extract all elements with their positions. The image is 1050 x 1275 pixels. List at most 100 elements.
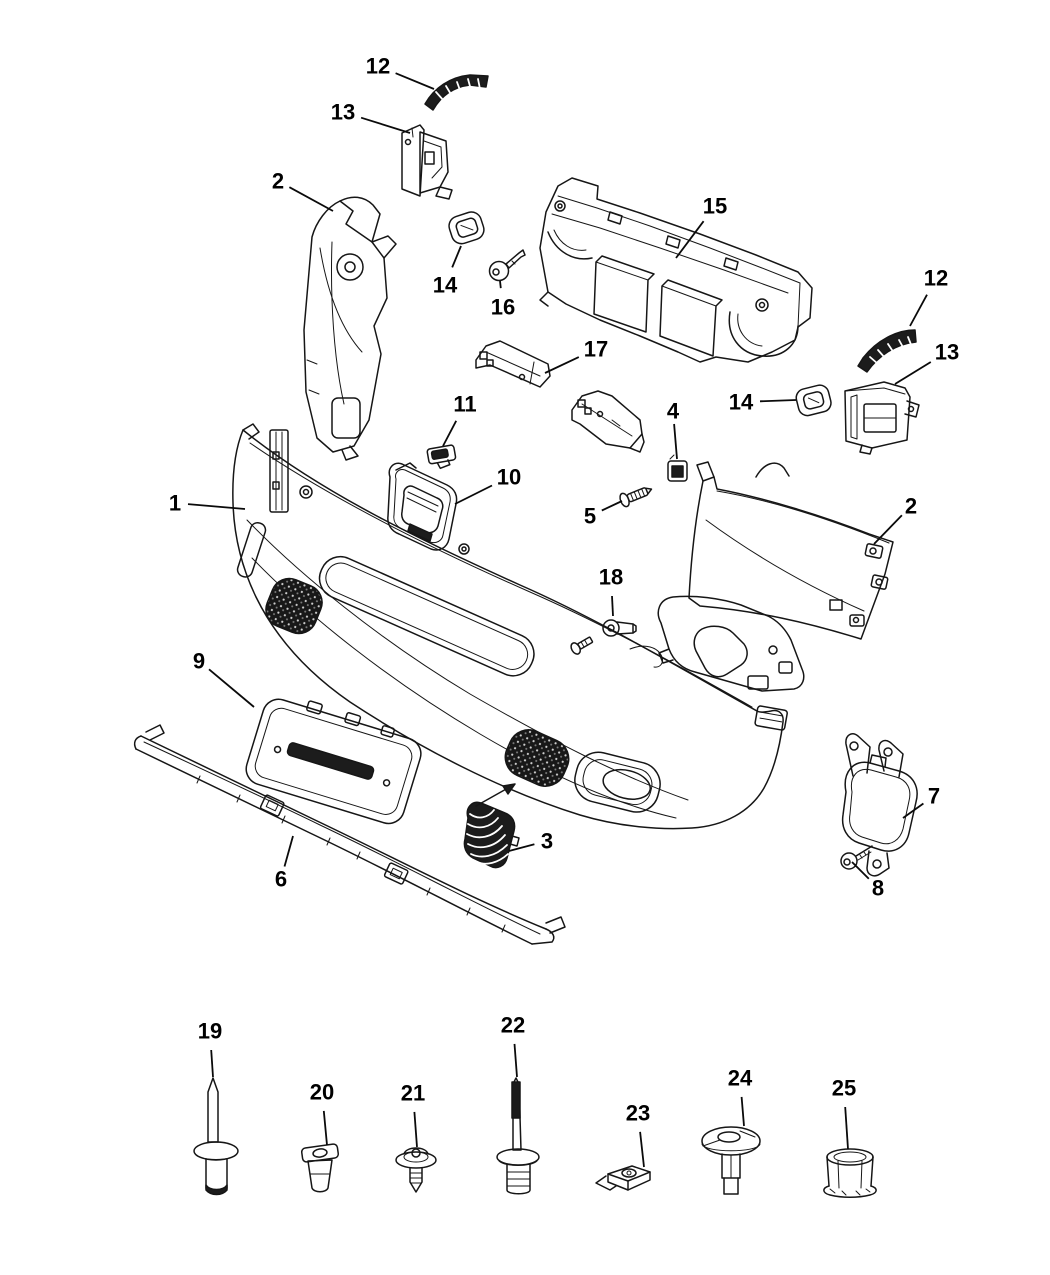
diagram-artwork	[133, 74, 920, 1198]
callout-25: 25	[832, 1076, 856, 1150]
part-2-left-closeout-panel	[303, 196, 397, 461]
leader-line	[499, 280, 502, 289]
part-19-rivet-long-pin	[193, 1077, 239, 1196]
leader-line	[208, 668, 255, 708]
part-4-square-clip	[667, 454, 688, 482]
part-18-rivet	[602, 619, 637, 637]
leader-line	[601, 500, 623, 512]
leader-line	[451, 245, 462, 268]
callout-19: 19	[198, 1019, 222, 1078]
part-number-label: 22	[501, 1013, 525, 1038]
callout-9: 9	[193, 649, 255, 708]
leader-line	[360, 116, 411, 134]
part-21-push-pin	[395, 1147, 437, 1193]
leader-line	[759, 399, 797, 403]
callout-21: 21	[401, 1081, 425, 1148]
part-number-label: 2	[905, 494, 917, 519]
leader-line	[675, 220, 705, 259]
part-20-push-grommet	[300, 1143, 340, 1193]
callout-15: 15	[675, 194, 727, 259]
callout-3: 3	[508, 829, 553, 854]
part-17-support-brackets	[475, 340, 645, 453]
callout-4: 4	[667, 399, 680, 460]
part-number-label: 5	[584, 504, 596, 529]
callout-5: 5	[584, 500, 623, 529]
part-number-label: 23	[626, 1101, 650, 1126]
part-number-label: 12	[924, 266, 948, 291]
part-11-clip	[426, 444, 457, 470]
callout-11: 11	[442, 392, 477, 447]
leader-line	[673, 423, 678, 460]
part-8-screw	[840, 845, 873, 870]
callout-18: 18	[599, 565, 623, 617]
part-14-right-grommet	[795, 384, 832, 417]
part-number-label: 13	[331, 100, 355, 125]
part-5-screw	[619, 487, 653, 508]
part-number-label: 14	[729, 390, 754, 415]
leader-line	[909, 294, 928, 327]
callout-8: 8	[851, 861, 884, 901]
leader-line	[873, 514, 903, 545]
part-24-shoulder-bolt	[701, 1126, 761, 1195]
fascia-edge-screw	[570, 636, 594, 655]
leader-line	[513, 1043, 518, 1078]
part-number-label: 1	[169, 491, 181, 516]
leader-line	[508, 843, 535, 852]
callout-12-right: 12	[909, 266, 948, 327]
callout-12-left: 12	[366, 54, 435, 90]
callout-24: 24	[728, 1066, 753, 1127]
part-25-spacer-nut	[823, 1148, 877, 1198]
leader-line	[210, 1049, 214, 1078]
callout-2-left: 2	[272, 169, 334, 212]
leader-line	[283, 835, 294, 867]
part-1-bumper-fascia	[232, 423, 788, 830]
part-number-label: 7	[928, 784, 940, 809]
leader-line	[894, 361, 932, 385]
part-number-label: 20	[310, 1080, 334, 1105]
callout-16: 16	[491, 280, 515, 320]
callout-14-right: 14	[729, 390, 797, 415]
part-15-impact-absorber	[539, 177, 813, 363]
part-number-label: 3	[541, 829, 553, 854]
leader-line	[639, 1131, 645, 1168]
part-number-label: 12	[366, 54, 390, 79]
part-22-long-rivet	[496, 1077, 540, 1195]
part-number-label: 2	[272, 169, 284, 194]
callout-6: 6	[275, 835, 294, 892]
part-14-left-grommet	[448, 211, 485, 245]
callout-17: 17	[544, 337, 608, 374]
callout-23: 23	[626, 1101, 650, 1168]
part-7-fog-lamp	[841, 733, 918, 877]
part-number-label: 6	[275, 867, 287, 892]
leader-line	[611, 595, 614, 617]
part-number-label: 25	[832, 1076, 856, 1101]
part-13-left-bracket	[401, 124, 453, 200]
part-number-label: 21	[401, 1081, 425, 1106]
leader-line	[740, 1096, 745, 1127]
part-number-label: 9	[193, 649, 205, 674]
leader-line	[187, 503, 246, 510]
part-number-label: 24	[728, 1066, 753, 1091]
part-3-fog-grille-insert	[463, 783, 520, 869]
callout-13-left: 13	[331, 100, 411, 134]
part-number-label: 18	[599, 565, 623, 590]
leader-line	[442, 420, 457, 447]
part-number-label: 8	[872, 876, 884, 901]
callout-2-right: 2	[873, 494, 917, 545]
leader-line	[902, 802, 924, 819]
part-number-label: 13	[935, 340, 959, 365]
callout-14-left: 14	[433, 245, 462, 298]
callout-1: 1	[169, 491, 246, 516]
part-13-right-bracket	[844, 381, 920, 455]
leader-line	[851, 861, 870, 880]
part-number-label: 15	[703, 194, 727, 219]
part-12-left-curved-rail	[424, 74, 489, 111]
leader-line	[322, 1110, 328, 1146]
callout-7: 7	[902, 784, 940, 819]
part-9-skid-plate	[245, 698, 422, 825]
leader-line	[454, 484, 493, 505]
part-23-u-nut	[595, 1165, 651, 1191]
